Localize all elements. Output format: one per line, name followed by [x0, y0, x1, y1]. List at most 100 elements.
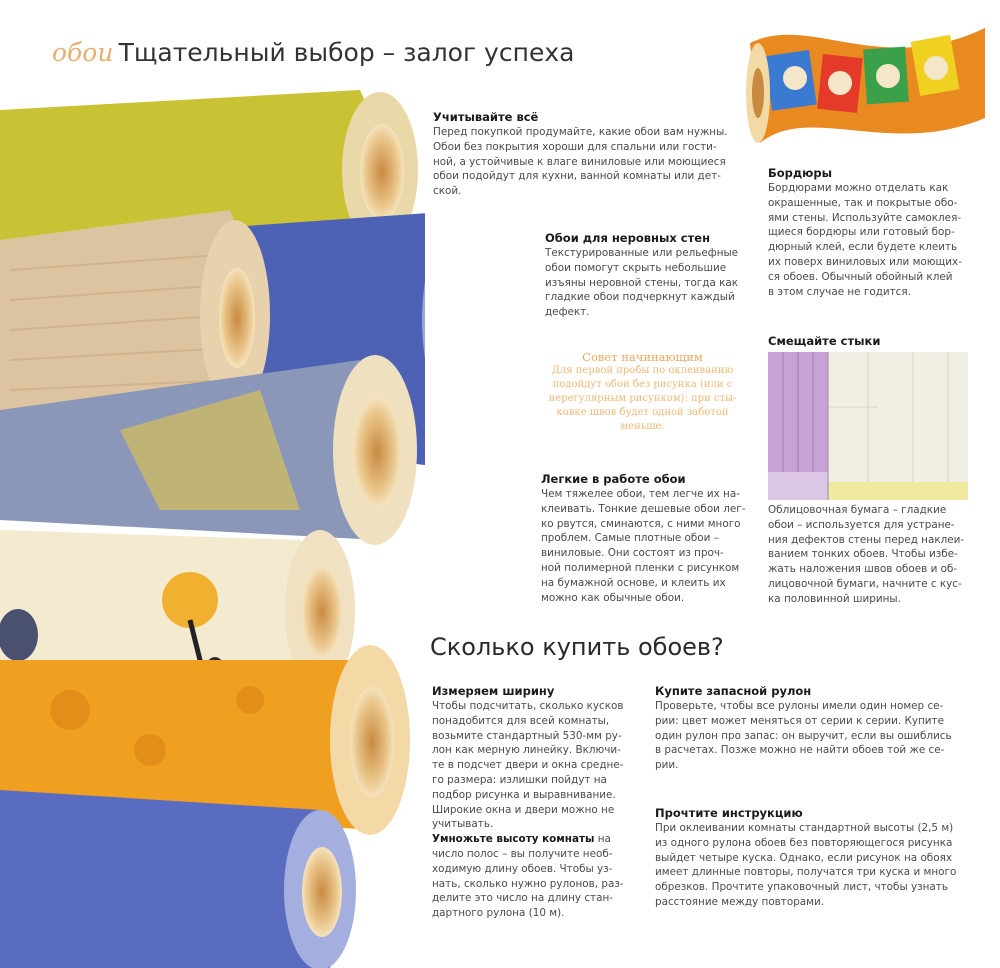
section-heading: Прочтите инструкцию — [655, 806, 803, 820]
text-line: подойдут обои без рисунка (или с — [552, 379, 733, 390]
roll-yellow-green — [0, 90, 400, 260]
section-heading: Учитывайте всё — [433, 110, 539, 124]
text-line: Перед покупкой продумайте, какие обои ва… — [433, 126, 728, 138]
text-line: ко рвутся, сминаются, с ними много — [541, 517, 741, 530]
section-heading: Бордюры — [768, 166, 832, 180]
section-consider-all: Учитывайте всё Перед покупкой продумайте… — [433, 110, 753, 199]
text-line: обои подойдут для кухни, ванной комнаты … — [433, 170, 721, 183]
section-heading: Измеряем ширину — [432, 684, 555, 698]
text-line: возьмите стандартный 530-мм ру- — [432, 729, 622, 742]
beginner-tip-box: Совет начинающим Для первой пробы по окл… — [535, 350, 750, 434]
text-line-bold-start: Умножьте высоту комнаты на — [432, 832, 647, 847]
text-line: ной, а устойчивые к влаге виниловые или … — [433, 155, 726, 168]
text-line: лон как мерную линейку. Включи- — [432, 744, 621, 757]
text-line: понадобится для всей комнаты, — [432, 714, 610, 727]
text-line: Бордюрами можно отделать как — [768, 182, 949, 194]
section-offset-seams-body: Облицовочная бумага – гладкие обои – исп… — [768, 503, 988, 607]
section-body: Чтобы подсчитать, сколько кусков понадоб… — [432, 699, 647, 921]
section-heading: Обои для неровных стен — [545, 231, 711, 245]
text-line: из одного рулона обоев без повторяющегос… — [655, 836, 953, 849]
text-line: число полос – вы получите необ- — [432, 847, 613, 860]
section-borders: Бордюры Бордюрами можно отделать как окр… — [768, 166, 988, 299]
text-line: дюрный клей, если будете клеить — [768, 241, 958, 254]
text-line: ной полимерной пленки с рисунком — [541, 561, 740, 574]
section-heading: Легкие в работе обои — [541, 472, 686, 486]
page-title: обои Тщательный выбор – залог успеха — [52, 38, 574, 67]
text-line: ходимую длину обоев. Чтобы уз- — [432, 862, 613, 875]
section-body: Проверьте, чтобы все рулоны имели один н… — [655, 699, 975, 773]
text-line: Для первой пробы по оклеиванию — [551, 365, 734, 376]
text-line: нать, сколько нужно рулонов, раз- — [432, 877, 624, 890]
text-line: меньше. — [620, 421, 665, 432]
text-line: Чтобы подсчитать, сколько кусков — [432, 700, 624, 712]
text-line: рии: цвет может меняться от серии к сери… — [655, 714, 945, 727]
text-line: Текстурированные или рельефные — [545, 247, 739, 259]
section-body: При оклеивании комнаты стандартной высот… — [655, 821, 975, 910]
text-line: окрашенные, так и покрытые обо- — [768, 196, 958, 209]
tip-body: Для первой пробы по оклеиванию подойдут … — [535, 364, 750, 434]
bold-phrase: Умножьте высоту комнаты — [432, 833, 595, 846]
text-line: обои помогут скрыть небольшие — [545, 261, 727, 274]
roll-textured-beige — [0, 210, 270, 420]
text-line: При оклеивании комнаты стандартной высот… — [655, 822, 954, 834]
text-line: изъяны неровной стены, тогда как — [545, 276, 739, 289]
cartoon-border-illustration — [746, 28, 985, 143]
text-line: Проверьте, чтобы все рулоны имели один н… — [655, 700, 944, 712]
text-line: один рулон про запас: он выручит, если в… — [655, 729, 952, 742]
text-line: делите это число на длину стан- — [432, 892, 614, 905]
how-much-title: Сколько купить обоев? — [430, 633, 724, 661]
section-measure-width: Измеряем ширину Чтобы подсчитать, скольк… — [432, 684, 647, 921]
text-line: выйдет четыре куска. Однако, если рисуно… — [655, 851, 952, 864]
tip-heading: Совет начинающим — [582, 350, 703, 364]
text-line: ванием тонких обоев. Чтобы избе- — [768, 548, 958, 561]
text-line: обрезков. Прочтите упаковочный лист, что… — [655, 881, 948, 894]
section-body: Чем тяжелее обои, тем легче их на- клеив… — [541, 487, 761, 605]
text-line: имеет длинные повторы, получатся три кус… — [655, 866, 957, 879]
text-line: лицовочной бумаги, начните с кус- — [768, 577, 962, 590]
text-line: ка половинной ширины. — [768, 592, 901, 605]
text-line: Чем тяжелее обои, тем легче их на- — [541, 488, 740, 500]
title-accent-word: обои — [52, 38, 114, 67]
text-line: учитывать. — [432, 818, 494, 831]
text-line: жать наложения швов обоев и об- — [768, 563, 958, 576]
text-line: го размера: излишки пойдут на — [432, 773, 607, 786]
bold-tail: на — [594, 833, 611, 846]
text-line: обои – используется для устране- — [768, 518, 955, 531]
roll-blue-bottom — [0, 790, 350, 968]
text-line: Обои без покрытия хороши для спальни или… — [433, 140, 717, 153]
text-line: в этом случае не годится. — [768, 285, 911, 298]
roll-orange — [0, 660, 400, 830]
text-line: ся обоев. Обычный обойный клей — [768, 270, 953, 283]
text-line: ковке швов будет одной заботой — [556, 407, 729, 418]
section-body: Перед покупкой продумайте, какие обои ва… — [433, 125, 753, 199]
text-line: нерегулярным рисунком): при сты- — [548, 393, 737, 404]
text-line: в расчетах. Позже можно не найти обоев т… — [655, 744, 945, 757]
section-heading-offset-seams: Смещайте стыки — [768, 334, 881, 348]
text-line: проблем. Самые плотные обои – — [541, 532, 719, 545]
text-line: можно как обычные обои. — [541, 591, 685, 604]
section-read-instructions: Прочтите инструкцию При оклеивании комна… — [655, 806, 975, 910]
section-body: Бордюрами можно отделать как окрашенные,… — [768, 181, 988, 299]
text-line: расстояние между повторами. — [655, 895, 825, 908]
section-body: Текстурированные или рельефные обои помо… — [545, 246, 760, 320]
text-line: ской. — [433, 185, 462, 198]
text-line: подбор рисунка и выравнивание. — [432, 788, 616, 801]
text-line: дефект. — [545, 306, 590, 319]
text-line: дартного рулона (10 м). — [432, 907, 565, 920]
section-heading: Купите запасной рулон — [655, 684, 812, 698]
section-uneven-walls: Обои для неровных стен Текстурированные … — [545, 231, 760, 320]
title-text: Тщательный выбор – залог успеха — [118, 38, 575, 67]
text-line: клеивать. Тонкие дешевые обои лег- — [541, 502, 746, 515]
text-line: ями стены. Используйте самоклея- — [768, 211, 962, 224]
room-corner-illustration — [768, 352, 968, 500]
text-line: гладкие обои подчеркнут каждый — [545, 291, 735, 304]
text-line: ния дефектов стены перед наклеи- — [768, 533, 965, 546]
text-line: виниловые. Они состоят из проч- — [541, 547, 724, 560]
text-line: на бумажной основе, и клеить их — [541, 576, 726, 589]
text-line: их поверх виниловых или моющих- — [768, 255, 962, 268]
text-line: рии. — [655, 759, 679, 772]
section-easy-wallpaper: Легкие в работе обои Чем тяжелее обои, т… — [541, 472, 761, 605]
text-line: щиеся бордюры или готовый бор- — [768, 226, 955, 239]
text-line: те в подсчет двери и окна средне- — [432, 759, 624, 772]
section-spare-roll: Купите запасной рулон Проверьте, чтобы в… — [655, 684, 975, 773]
